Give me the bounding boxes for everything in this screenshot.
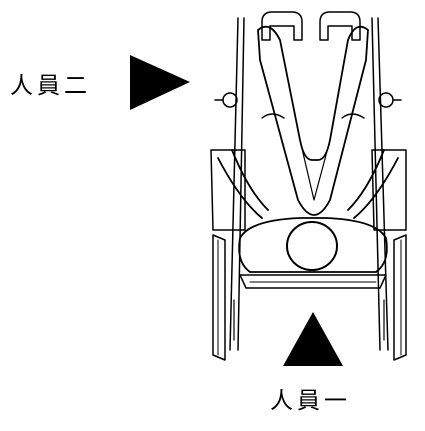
triangle-up-icon	[283, 312, 343, 366]
triangle-right-icon	[130, 55, 190, 110]
wheelchair-person-topview-icon	[210, 11, 407, 361]
label-person-two: 人員二	[10, 73, 91, 99]
label-person-one: 人員一	[270, 388, 351, 414]
